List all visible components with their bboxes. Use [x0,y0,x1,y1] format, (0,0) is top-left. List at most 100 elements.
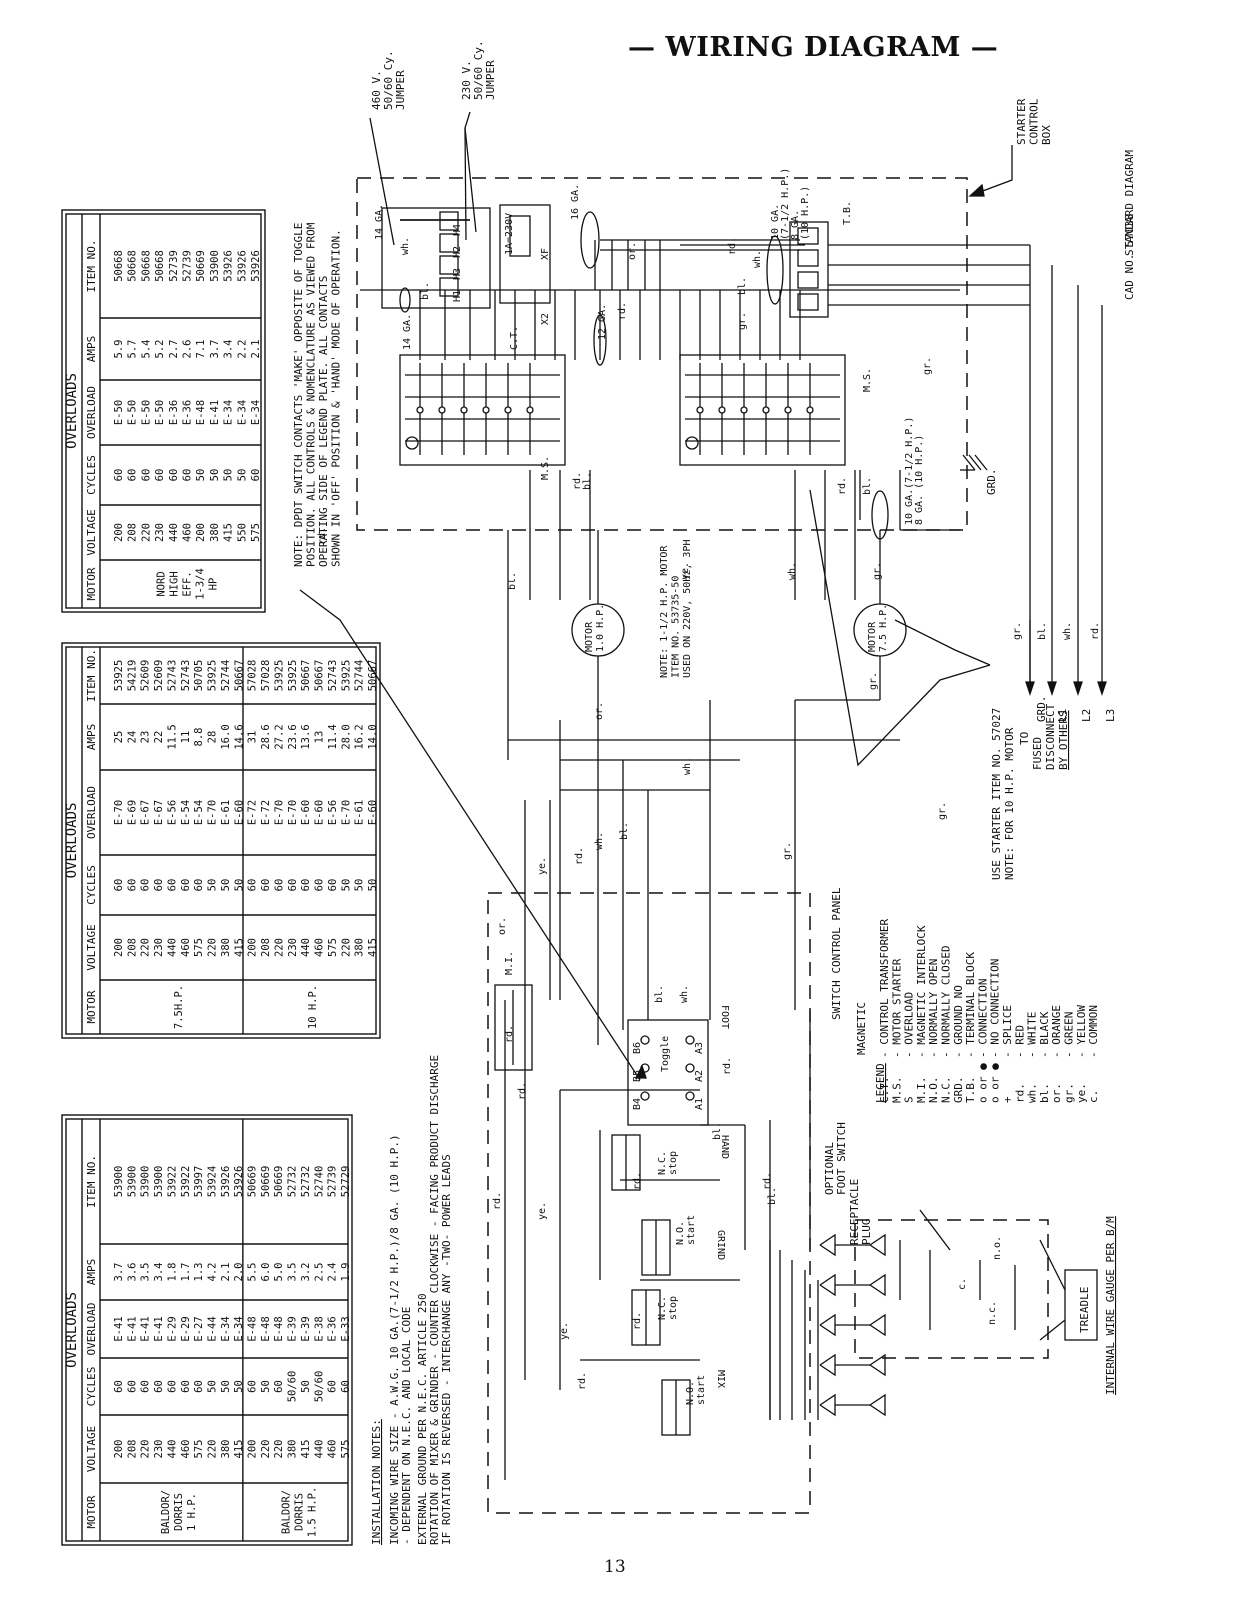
table-cell: 5.4 [140,340,152,359]
wire [869,1353,886,1377]
table-cell: 50 [206,1380,218,1393]
gauge-10-label: (7-1/2 H.P.) [780,168,791,240]
table-inner-border [65,1118,349,1542]
table-cell: 52609 [153,660,165,692]
contact [482,406,490,414]
legend-symbol: bl. [1038,1083,1051,1103]
table-cell: 2.0 [233,1263,245,1282]
table-cell: 2.6 [182,340,194,359]
table-cell: 23.6 [287,724,299,749]
wire-color-label: wh. [400,237,411,255]
table-cell: E-60 [233,800,245,825]
mix-label: MIX [715,1370,726,1388]
transformer-terminal-label: H2 [452,246,463,258]
legend-description: - SPLICE [1001,1005,1014,1058]
table-cell: 440 [166,938,178,957]
legend-symbol: or. [1050,1083,1063,1103]
jumper-230-label: 230 V. [460,60,473,100]
motor-label: 1-3/4 [195,568,207,600]
contact [740,406,748,414]
table-inner-border [65,646,377,1035]
hand-label: HAND [719,1135,730,1159]
table-cell: 200 [247,1440,259,1459]
table-cell: 16.0 [220,724,232,749]
table-cell: 60 [340,1380,352,1393]
motor-label: 7.5H.P. [173,985,185,1029]
overloads-table-1: OVERLOADSMOTORVOLTAGECYCLESOVERLOADAMPSI… [61,1114,353,1546]
table-cell: E-34 [250,400,262,425]
legend-symbol: GRD. [952,1077,965,1104]
table-cell: E-50 [140,400,152,425]
table-cell: 440 [166,1440,178,1459]
grind-start-button [641,1219,671,1276]
table-cell: E-36 [327,1316,339,1341]
coil [405,436,419,450]
no-start-label: N.O. [685,1381,696,1405]
terminal [439,233,459,253]
table-cell: 11.5 [166,724,178,749]
table-cell: 575 [193,1440,205,1459]
installation-note-line: - DEPENDENT ON N.E.C. AND LOCAL CODE [400,1307,413,1545]
wire [369,117,395,246]
standard-diagram-label: STANDARD DIAGRAM [1123,150,1136,256]
wire-color-label: ye. [537,1202,548,1220]
table-cell: E-41 [140,1316,152,1341]
terminal [640,1035,650,1045]
table-cell: 220 [273,1440,285,1459]
table-cell: 3.5 [140,1263,152,1282]
motor-label: EFF. [182,571,194,596]
ground-label: GRD. [985,469,998,496]
wire [971,145,1013,196]
nc-stop-label: N.C. [657,1296,668,1320]
wire-color-label: bl. [507,572,518,590]
terminal [640,1091,650,1101]
motor-10-label: 1.0 H.P. [595,604,606,652]
legend-description: - RED [1013,1025,1026,1058]
installation-note-line: ROTATION OF MIXER & GRINDER - COUNTER CL… [428,1055,441,1545]
table-cell: 53900 [153,1166,165,1198]
table-cell: E-34 [220,1316,232,1341]
table-cell: 13.6 [300,724,312,749]
optional-foot-switch-label: FOOT SWITCH [835,1122,848,1195]
table-cell: 53900 [126,1166,138,1198]
ct-value-label: 1A=230V [504,213,515,255]
table-cell: 5.2 [154,340,166,359]
legend-symbol: wh. [1026,1083,1039,1103]
legend-symbol: ye. [1075,1083,1088,1103]
table-cell: E-33 [340,1316,352,1341]
table-cell: 208 [260,938,272,957]
wire-color-label: bl. [767,1187,778,1205]
wire [299,589,641,1081]
contact [526,406,534,414]
table-cell: 16.2 [354,724,366,749]
motor-label: 1 H.P. [186,1493,198,1531]
diagram-title: — WIRING DIAGRAM — [628,32,999,63]
wire-color-label: rd. [1090,622,1101,640]
motor-label: HP [208,578,220,591]
motor-75-label: 7.5 H.P. [878,604,889,652]
wire-color-label: gr. [737,312,748,330]
table-cell: 208 [126,1440,138,1459]
table-cell: 2.2 [236,340,248,359]
wire-color-label: rd. [317,527,328,545]
overloads-table-3: OVERLOADSMOTORVOLTAGECYCLESOVERLOADAMPSI… [61,209,266,613]
x2-label: X2 [540,313,551,325]
starter-control-box [356,177,968,531]
fused-disconnect-text: BY OTHERS [1057,710,1070,770]
table-cell: E-41 [126,1316,138,1341]
table-cell: 50 [236,469,248,482]
wire-color-label: gr. [1012,622,1023,640]
table-cell: 60 [153,1380,165,1393]
table-cell: 220 [140,938,152,957]
column-header: AMPS [85,1259,98,1286]
wire-color-label: wh. [682,757,693,775]
table-cell: 28.6 [260,724,272,749]
table-cell: 3.6 [126,1263,138,1282]
wire-color-label: wh. [594,832,605,850]
internal-wire-label: INTERNAL WIRE GAUGE PER B/M [1104,1216,1117,1395]
table-cell: 220 [207,938,219,957]
table-cell: E-39 [300,1316,312,1341]
nc-stop-label: stop [668,1151,679,1175]
motor-starter-grinder [679,354,846,466]
legend-description: - COMMON [1087,1005,1100,1058]
